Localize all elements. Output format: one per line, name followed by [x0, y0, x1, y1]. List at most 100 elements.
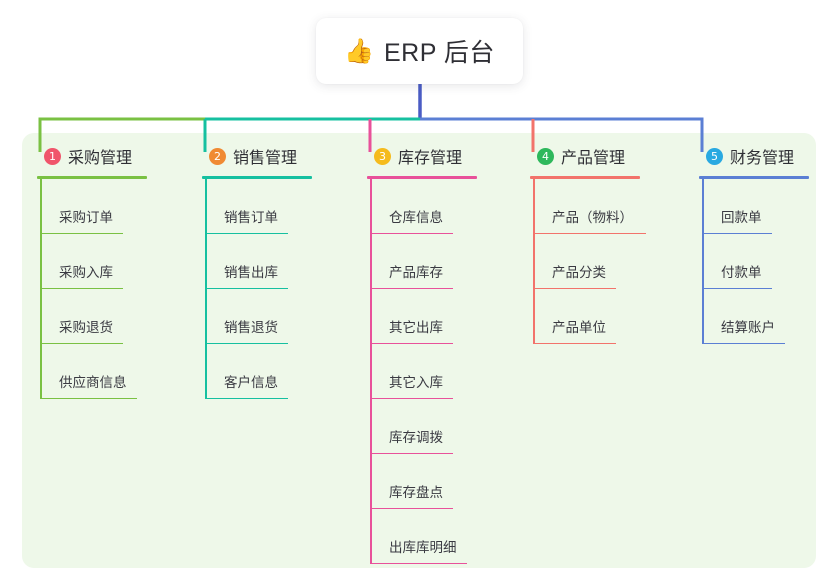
branch-item-underline: [370, 342, 453, 344]
branch-item-underline: [702, 232, 772, 234]
branch-header-1[interactable]: 1 采购管理: [37, 145, 147, 167]
branch-number-badge: 4: [537, 147, 554, 165]
item-connector-stem: [370, 344, 372, 399]
branch-item[interactable]: 产品（物料）: [530, 179, 646, 234]
branch-item[interactable]: 采购订单: [37, 179, 147, 234]
branch-item-label: 销售出库: [224, 265, 278, 280]
item-connector-stem: [40, 234, 42, 289]
root-node-title: ERP 后台: [383, 39, 495, 67]
branch-item[interactable]: 销售出库: [202, 234, 312, 289]
branch-item[interactable]: 仓库信息: [367, 179, 477, 234]
branch-item-label: 供应商信息: [59, 375, 127, 390]
branch-item[interactable]: 销售订单: [202, 179, 312, 234]
item-connector-stem: [205, 289, 207, 344]
branch-item-list: 仓库信息产品库存其它出库其它入库库存调拨库存盘点出库库明细: [367, 179, 477, 564]
branch-item-label: 客户信息: [224, 375, 278, 390]
item-connector-stem: [40, 344, 42, 399]
branch-item-label: 付款单: [721, 265, 762, 280]
branch-item-label: 回款单: [721, 210, 762, 225]
branch-item-underline: [205, 232, 288, 234]
item-connector-stem: [702, 179, 704, 234]
branch-header-2[interactable]: 2 销售管理: [202, 145, 312, 167]
branch-item-list: 产品（物料）产品分类产品单位: [530, 179, 646, 344]
item-connector-stem: [702, 289, 704, 344]
branch-title: 采购管理: [68, 150, 133, 167]
branch-title: 销售管理: [233, 150, 298, 167]
branch-column-2: 2 销售管理销售订单销售出库销售退货客户信息: [202, 145, 312, 399]
branch-item-underline: [40, 397, 137, 399]
branch-item-list: 采购订单采购入库采购退货供应商信息: [37, 179, 147, 399]
branch-title: 产品管理: [561, 150, 626, 167]
branch-header-underline: [699, 176, 809, 179]
branch-item-underline: [533, 232, 646, 234]
branch-item[interactable]: 库存盘点: [367, 454, 477, 509]
branch-item-underline: [370, 562, 467, 564]
branch-item[interactable]: 产品单位: [530, 289, 640, 344]
item-connector-stem: [533, 234, 535, 289]
branch-item-underline: [205, 287, 288, 289]
branch-item[interactable]: 其它入库: [367, 344, 477, 399]
branch-item-label: 销售订单: [224, 210, 278, 225]
item-connector-stem: [533, 289, 535, 344]
root-node-erp-backend[interactable]: 👍 ERP 后台: [316, 18, 523, 84]
branch-header-underline: [530, 176, 640, 179]
branch-item-label: 其它入库: [389, 375, 443, 390]
branch-item[interactable]: 采购入库: [37, 234, 147, 289]
branch-item[interactable]: 销售退货: [202, 289, 312, 344]
branch-number-badge: 1: [44, 147, 61, 165]
branch-title: 财务管理: [730, 150, 795, 167]
branch-item[interactable]: 回款单: [699, 179, 809, 234]
branch-item[interactable]: 产品分类: [530, 234, 640, 289]
branch-item-underline: [40, 232, 123, 234]
branch-header-underline: [367, 176, 477, 179]
item-connector-stem: [370, 454, 372, 509]
branch-header-5[interactable]: 5 财务管理: [699, 145, 809, 167]
item-connector-stem: [370, 179, 372, 234]
branch-header-4[interactable]: 4 产品管理: [530, 145, 640, 167]
branch-item[interactable]: 客户信息: [202, 344, 312, 399]
item-connector-stem: [370, 234, 372, 289]
item-connector-stem: [40, 179, 42, 234]
branch-item[interactable]: 产品库存: [367, 234, 477, 289]
branch-item-underline: [370, 287, 453, 289]
branch-column-4: 4 产品管理产品（物料）产品分类产品单位: [530, 145, 646, 344]
branch-item-underline: [205, 342, 288, 344]
branch-item-underline: [370, 232, 453, 234]
branch-item-underline: [370, 397, 453, 399]
branch-item-underline: [533, 342, 616, 344]
branch-item-underline: [533, 287, 616, 289]
branch-item-underline: [702, 342, 785, 344]
branch-item-underline: [702, 287, 772, 289]
item-connector-stem: [205, 344, 207, 399]
thumbs-up-icon: 👍: [344, 38, 374, 65]
branch-item[interactable]: 付款单: [699, 234, 809, 289]
branch-item[interactable]: 结算账户: [699, 289, 809, 344]
branch-item[interactable]: 供应商信息: [37, 344, 147, 399]
item-connector-stem: [702, 234, 704, 289]
branch-item-label: 产品单位: [552, 320, 606, 335]
branch-item-list: 回款单付款单结算账户: [699, 179, 809, 344]
branch-item[interactable]: 采购退货: [37, 289, 147, 344]
branch-item[interactable]: 出库库明细: [367, 509, 477, 564]
branch-item-label: 采购订单: [59, 210, 113, 225]
branch-item-underline: [370, 507, 453, 509]
branch-item-label: 采购入库: [59, 265, 113, 280]
branch-item-underline: [370, 452, 453, 454]
item-connector-stem: [205, 234, 207, 289]
branch-item-underline: [205, 397, 288, 399]
branch-item[interactable]: 其它出库: [367, 289, 477, 344]
branch-number-badge: 5: [706, 147, 723, 165]
branch-item-underline: [40, 342, 123, 344]
item-connector-stem: [205, 179, 207, 234]
branch-item[interactable]: 库存调拨: [367, 399, 477, 454]
item-connector-stem: [370, 289, 372, 344]
branch-item-label: 采购退货: [59, 320, 113, 335]
branch-number-badge: 2: [209, 147, 226, 165]
item-connector-stem: [370, 399, 372, 454]
branch-column-5: 5 财务管理回款单付款单结算账户: [699, 145, 809, 344]
item-connector-stem: [40, 289, 42, 344]
